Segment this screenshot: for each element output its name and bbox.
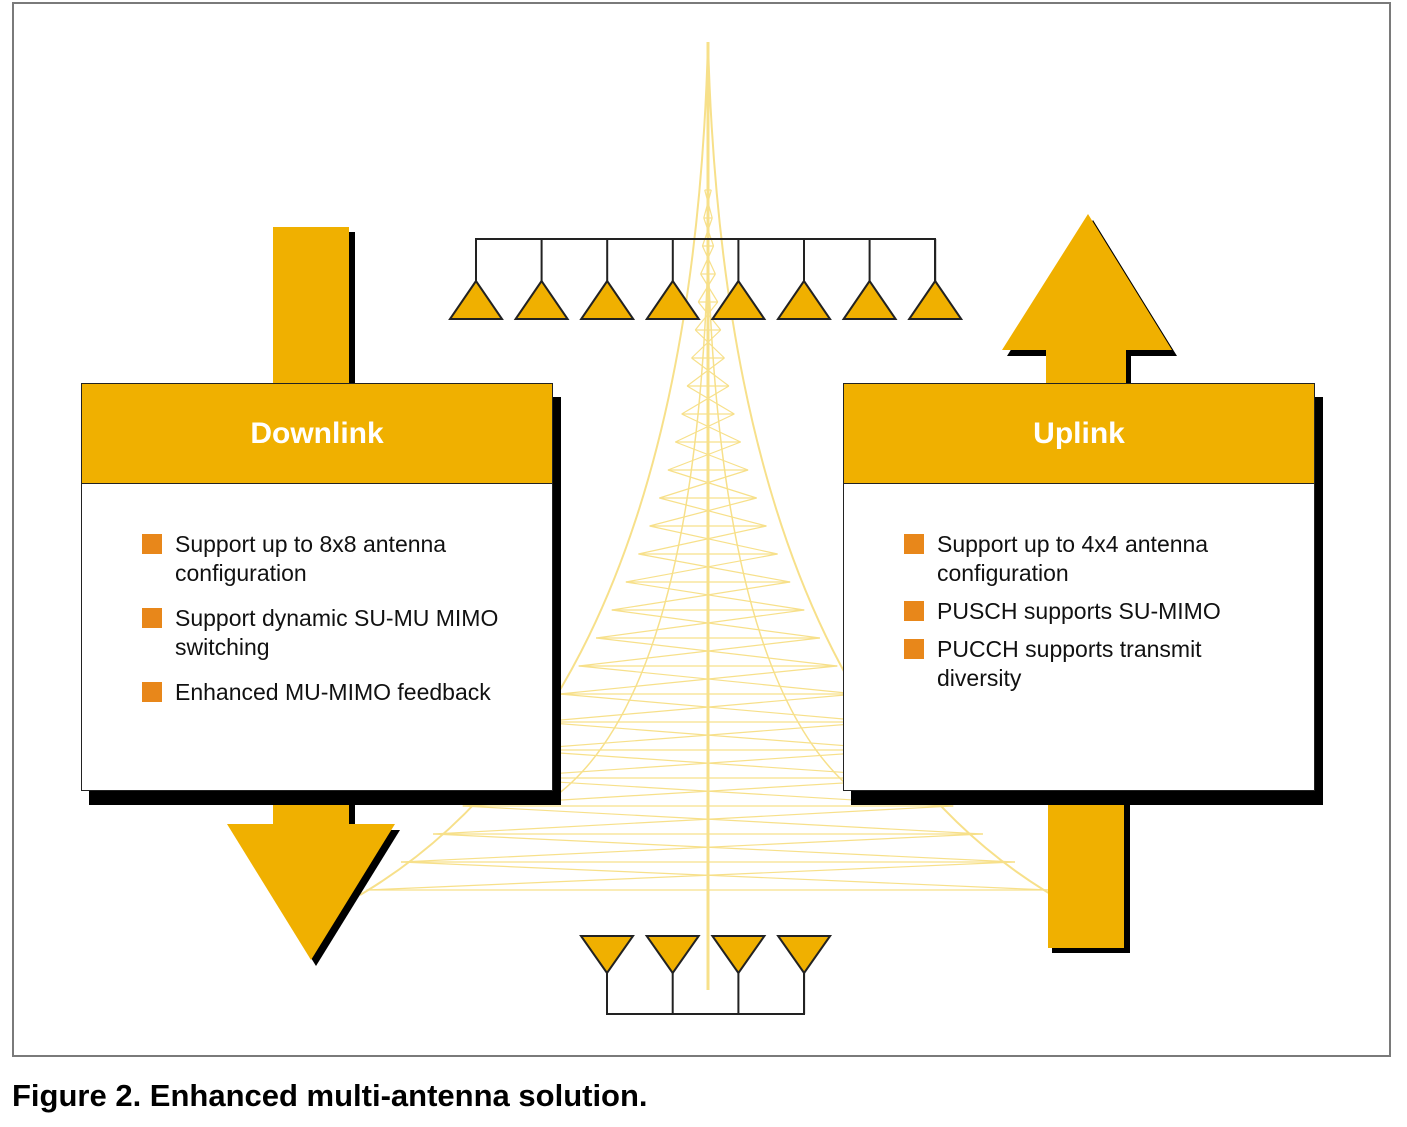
list-item: PUSCH supports SU-MIMO <box>904 597 1284 626</box>
antenna-icon <box>841 279 898 320</box>
antenna-icon <box>644 935 701 975</box>
figure-frame <box>12 2 1391 1057</box>
antenna-icon <box>448 279 504 320</box>
antenna-icon <box>710 935 767 975</box>
square-bullet-icon <box>142 682 162 702</box>
uplink-feature-list: Support up to 4x4 antenna configuration … <box>904 530 1284 702</box>
list-item: Support up to 8x8 antenna configuration <box>142 530 522 588</box>
figure-caption: Figure 2. Enhanced multi-antenna solutio… <box>12 1078 648 1113</box>
list-item: PUCCH supports transmit diversity <box>904 635 1284 693</box>
antenna-icon <box>776 279 832 320</box>
downlink-panel: Downlink Support up to 8x8 antenna confi… <box>81 383 561 805</box>
square-bullet-icon <box>904 601 924 621</box>
uplink-panel: Uplink Support up to 4x4 antenna configu… <box>843 383 1323 805</box>
square-bullet-icon <box>142 608 162 628</box>
downlink-feature-list: Support up to 8x8 antenna configuration … <box>142 530 522 723</box>
antenna-icon <box>907 279 964 320</box>
square-bullet-icon <box>904 534 924 554</box>
list-item: Enhanced MU-MIMO feedback <box>142 678 522 707</box>
uplink-arrow <box>1002 214 1177 953</box>
antenna-icon <box>579 935 635 975</box>
uplink-title: Uplink <box>844 384 1314 484</box>
square-bullet-icon <box>142 534 162 554</box>
list-item: Support up to 4x4 antenna configuration <box>904 530 1284 588</box>
bottom-antenna-array <box>579 935 833 1015</box>
top-antenna-array <box>448 238 964 320</box>
antenna-icon <box>513 279 570 320</box>
antenna-icon <box>579 279 636 320</box>
antenna-icon <box>710 279 767 320</box>
antenna-icon <box>644 279 701 320</box>
antenna-icon <box>776 935 833 975</box>
list-item: Support dynamic SU-MU MIMO switching <box>142 604 522 662</box>
square-bullet-icon <box>904 639 924 659</box>
downlink-title: Downlink <box>82 384 552 484</box>
